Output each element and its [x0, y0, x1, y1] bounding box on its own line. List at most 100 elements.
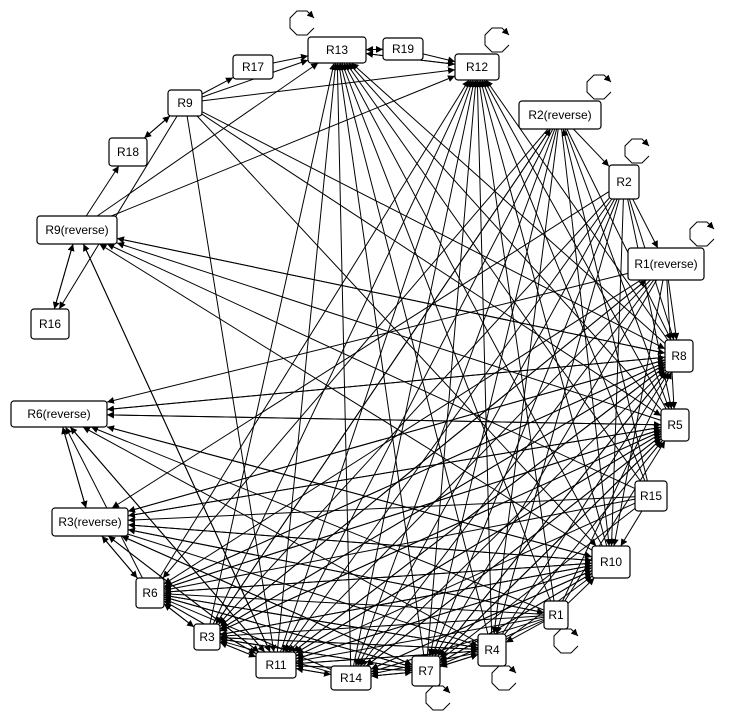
edge-R10-to-R12 [478, 79, 608, 547]
edge-R6rev-to-R11 [69, 426, 266, 653]
edge-R1-to-R6rev [90, 426, 545, 611]
self-loop-R13 [289, 10, 315, 36]
node-box [608, 164, 640, 200]
node-label: R16 [39, 317, 61, 331]
node-R9rev[interactable]: R9(reverse) [36, 215, 118, 245]
node-R18[interactable]: R18 [108, 137, 148, 167]
node-R12[interactable]: R12 [454, 53, 500, 81]
edge-R1-to-R13 [341, 62, 552, 602]
edge-R6rev-to-R8 [106, 354, 666, 410]
node-R3[interactable]: R3 [193, 623, 221, 651]
node-R14[interactable]: R14 [330, 665, 372, 691]
node-R8[interactable]: R8 [664, 339, 694, 373]
edge-R1rev-to-R7 [434, 279, 658, 657]
node-label: R2(reverse) [528, 108, 591, 122]
node-label: R1(reverse) [634, 257, 697, 271]
node-R1rev[interactable]: R1(reverse) [627, 247, 705, 281]
edge-R4-to-R8 [501, 371, 670, 635]
node-R6rev[interactable]: R6(reverse) [10, 400, 108, 428]
edge-R3rev-to-R10 [127, 524, 593, 564]
node-label: R3 [199, 630, 215, 644]
edge-R6-to-R8 [163, 361, 666, 588]
node-label: R10 [600, 555, 622, 569]
node-R5[interactable]: R5 [660, 408, 690, 442]
edge-R1-to-R4 [505, 621, 545, 643]
edge-R3rev-to-R7 [121, 535, 413, 666]
edge-R7-to-R8 [437, 371, 667, 657]
edge-R3rev-to-R1 [127, 529, 545, 615]
node-label: R14 [340, 671, 362, 685]
edge-R1-to-R11 [295, 616, 545, 664]
edge-R19-to-R12 [422, 53, 456, 64]
edge-R2rev-to-R2 [573, 128, 610, 167]
self-loop-R1 [553, 628, 579, 654]
edge-R2rev-to-R10 [561, 128, 612, 547]
node-R19[interactable]: R19 [382, 37, 424, 61]
node-label: R1 [548, 608, 564, 622]
edge-R15-to-R9rev [106, 243, 636, 490]
node-R17[interactable]: R17 [232, 54, 274, 80]
edge-R9rev-to-R12 [111, 75, 456, 217]
edge-R15-to-R10 [620, 510, 643, 547]
node-R11[interactable]: R11 [255, 651, 297, 679]
node-label: R15 [640, 489, 662, 503]
node-label: R4 [484, 643, 500, 657]
node-label: R11 [265, 658, 286, 672]
edge-R9-to-R12 [201, 67, 456, 102]
edge-R7-to-R5 [439, 438, 662, 658]
node-R15[interactable]: R15 [634, 480, 668, 512]
edge-R3-to-R2rev [215, 128, 551, 625]
edge-R1-to-R3 [219, 615, 545, 640]
edge-R6rev-to-R10 [106, 426, 593, 559]
edge-R5-to-R12 [483, 79, 667, 410]
node-R6[interactable]: R6 [135, 577, 165, 609]
node-R10[interactable]: R10 [591, 545, 631, 579]
edge-R4-to-R12 [473, 79, 493, 635]
edge-R16-to-R9rev [53, 243, 75, 310]
node-label: R8 [671, 349, 687, 363]
node-R2rev[interactable]: R2(reverse) [518, 100, 602, 130]
node-box [193, 623, 221, 651]
node-R2[interactable]: R2 [608, 164, 640, 200]
edge-R1-to-R8 [562, 371, 672, 602]
edges-layer [52, 45, 680, 679]
node-label: R6 [142, 586, 158, 600]
edge-R8-to-R9rev [116, 236, 666, 354]
node-R7[interactable]: R7 [411, 655, 441, 687]
edge-R7-to-R13 [336, 62, 425, 657]
edge-R4-to-R13 [338, 62, 489, 635]
edge-R11-to-R12 [279, 79, 474, 653]
edge-R6-to-R6rev [65, 426, 143, 579]
edge-R6-to-R12 [158, 79, 470, 579]
node-R16[interactable]: R16 [30, 308, 70, 340]
node-box [543, 600, 569, 630]
self-loop-R4 [491, 665, 517, 691]
node-R1[interactable]: R1 [543, 600, 569, 630]
node-label: R2 [616, 175, 632, 189]
edge-R15-to-R11 [295, 502, 636, 657]
edge-R3-to-R11 [219, 641, 257, 658]
edge-R10-to-R13 [343, 62, 603, 547]
edge-R1rev-to-R6rev [106, 272, 629, 404]
edge-R6-to-R10 [163, 560, 593, 593]
node-label: R6(reverse) [27, 407, 90, 421]
edge-R3rev-to-R4 [127, 533, 479, 647]
edge-R15-to-R2rev [561, 128, 648, 482]
node-box [518, 100, 602, 130]
node-R4[interactable]: R4 [477, 633, 507, 667]
edge-R7-to-R4 [439, 653, 479, 667]
node-R13[interactable]: R13 [307, 36, 367, 64]
self-loops-layer [289, 10, 715, 711]
edge-R6-to-R3 [163, 603, 195, 628]
edge-R9rev-to-R13 [96, 62, 319, 217]
edge-R14-to-R5 [366, 435, 662, 667]
node-R3rev[interactable]: R3(reverse) [51, 507, 129, 537]
edge-R3rev-to-R11 [107, 535, 260, 653]
node-box [108, 137, 148, 167]
edge-R7-to-R10 [439, 572, 593, 664]
self-loop-R2rev [586, 74, 612, 100]
node-label: R12 [466, 60, 488, 74]
edge-R9-to-R11 [186, 115, 277, 653]
node-R9[interactable]: R9 [167, 89, 203, 117]
